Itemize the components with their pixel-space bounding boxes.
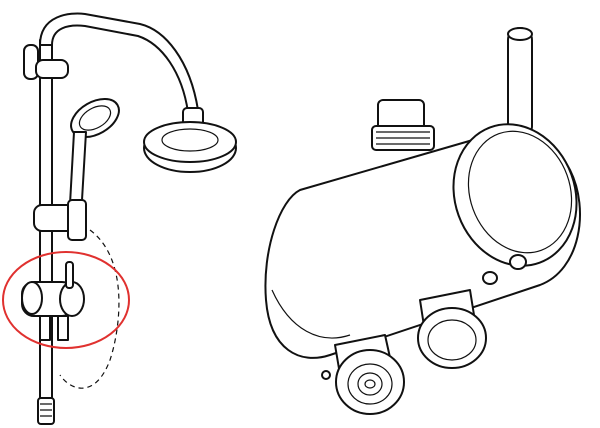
head-shower (143, 107, 237, 173)
thermostatic-mixer (264, 27, 581, 415)
top-connector (371, 99, 435, 151)
hose (59, 229, 120, 389)
rail-mixer (21, 261, 85, 341)
highlight-circle (2, 251, 130, 349)
hand-shower (69, 98, 120, 205)
slider-clip (67, 199, 87, 241)
mixer-lever (507, 27, 533, 139)
shower-system (2, 12, 237, 425)
rail-clamp-top (35, 59, 69, 79)
hose-connector (37, 397, 55, 425)
outlet-left (334, 334, 405, 415)
safety-button (482, 271, 498, 285)
outlet-right (417, 289, 487, 369)
screw (509, 254, 527, 270)
small-screw (321, 370, 331, 380)
